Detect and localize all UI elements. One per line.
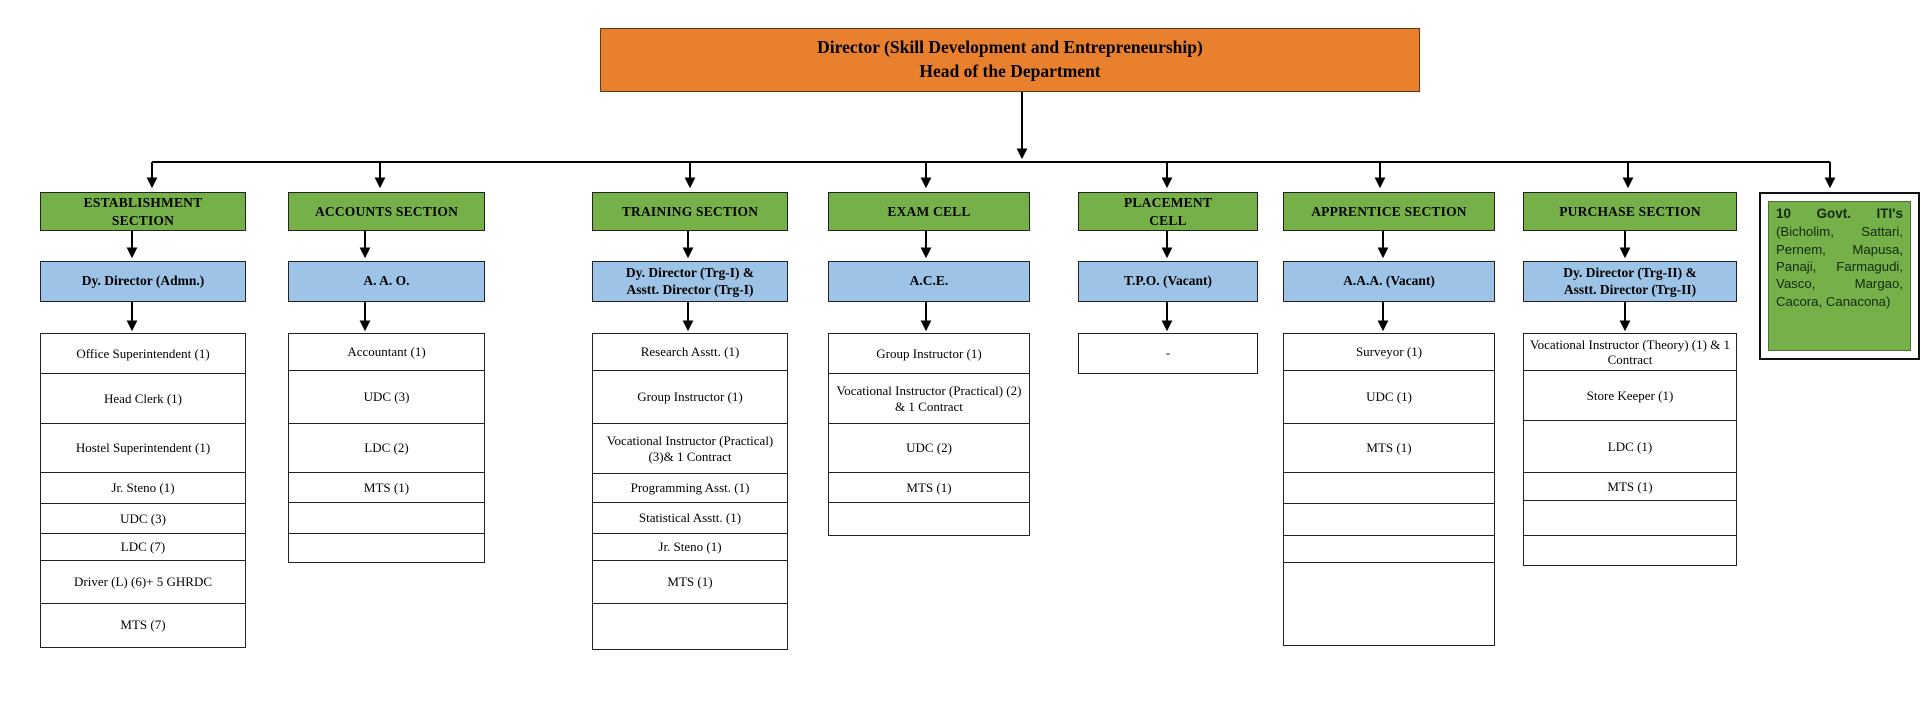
role-row: Research Asstt. (1) [593, 334, 787, 371]
role-row [289, 503, 484, 534]
role-row: Store Keeper (1) [1524, 371, 1736, 421]
role-row: LDC (7) [41, 534, 245, 561]
role-row [1524, 536, 1736, 564]
role-row: Group Instructor (1) [593, 371, 787, 424]
role-row: MTS (1) [289, 473, 484, 503]
director-box: Director (Skill Development and Entrepre… [600, 28, 1420, 92]
role-row [1524, 501, 1736, 536]
iti-title: 10 Govt. ITI's [1776, 206, 1903, 221]
role-row [1284, 473, 1494, 504]
role-row: - [1079, 334, 1257, 372]
role-row: UDC (2) [829, 424, 1029, 473]
role-row [1284, 563, 1494, 644]
role-row: Surveyor (1) [1284, 334, 1494, 371]
role-row [289, 534, 484, 561]
role-row [829, 503, 1029, 534]
officer-box-exam: A.C.E. [828, 261, 1030, 302]
role-row: Head Clerk (1) [41, 374, 245, 424]
role-row: MTS (1) [1524, 473, 1736, 501]
section-header-establishment: ESTABLISHMENT SECTION [40, 192, 246, 231]
officer-box-accounts: A. A. O. [288, 261, 485, 302]
section-header-accounts: ACCOUNTS SECTION [288, 192, 485, 231]
iti-box: 10 Govt. ITI's (Bicholim, Sattari, Perne… [1759, 192, 1920, 360]
role-row [1284, 504, 1494, 536]
role-row: Driver (L) (6)+ 5 GHRDC [41, 561, 245, 604]
role-row: MTS (1) [1284, 424, 1494, 473]
role-list-apprentice: Surveyor (1)UDC (1)MTS (1) [1283, 333, 1495, 646]
role-row: Jr. Steno (1) [593, 534, 787, 561]
role-row: UDC (1) [1284, 371, 1494, 424]
role-list-training: Research Asstt. (1)Group Instructor (1)V… [592, 333, 788, 650]
role-row: Group Instructor (1) [829, 334, 1029, 374]
role-row: UDC (3) [289, 371, 484, 424]
section-header-exam: EXAM CELL [828, 192, 1030, 231]
role-row: Hostel Superintendent (1) [41, 424, 245, 473]
director-title: Director (Skill Development and Entrepre… [817, 37, 1203, 58]
role-row: MTS (1) [829, 473, 1029, 503]
officer-box-training: Dy. Director (Trg-I) & Asstt. Director (… [592, 261, 788, 302]
role-row: MTS (1) [593, 561, 787, 604]
officer-box-establishment: Dy. Director (Admn.) [40, 261, 246, 302]
role-list-exam: Group Instructor (1)Vocational Instructo… [828, 333, 1030, 536]
section-header-apprentice: APPRENTICE SECTION [1283, 192, 1495, 231]
role-row [593, 604, 787, 648]
role-row: Jr. Steno (1) [41, 473, 245, 504]
role-list-accounts: Accountant (1)UDC (3)LDC (2)MTS (1) [288, 333, 485, 563]
role-row: Office Superintendent (1) [41, 334, 245, 374]
role-row: Statistical Asstt. (1) [593, 503, 787, 534]
role-list-establishment: Office Superintendent (1)Head Clerk (1)H… [40, 333, 246, 648]
role-row: UDC (3) [41, 504, 245, 534]
role-row: LDC (1) [1524, 421, 1736, 473]
iti-box-inner: 10 Govt. ITI's (Bicholim, Sattari, Perne… [1768, 201, 1911, 351]
section-header-purchase: PURCHASE SECTION [1523, 192, 1737, 231]
role-row: Vocational Instructor (Theory) (1) & 1 C… [1524, 334, 1736, 371]
role-row [1284, 536, 1494, 563]
director-subtitle: Head of the Department [919, 61, 1101, 81]
role-row: LDC (2) [289, 424, 484, 473]
section-header-training: TRAINING SECTION [592, 192, 788, 231]
role-list-purchase: Vocational Instructor (Theory) (1) & 1 C… [1523, 333, 1737, 566]
role-row: MTS (7) [41, 604, 245, 646]
role-row: Vocational Instructor (Practical) (3)& 1… [593, 424, 787, 474]
role-row: Vocational Instructor (Practical) (2) & … [829, 374, 1029, 424]
role-row: Accountant (1) [289, 334, 484, 371]
officer-box-placement: T.P.O. (Vacant) [1078, 261, 1258, 302]
iti-list: (Bicholim, Sattari, Pernem, Mapusa, Pana… [1776, 224, 1903, 309]
officer-box-apprentice: A.A.A. (Vacant) [1283, 261, 1495, 302]
officer-box-purchase: Dy. Director (Trg-II) & Asstt. Director … [1523, 261, 1737, 302]
section-header-placement: PLACEMENT CELL [1078, 192, 1258, 231]
role-row: Programming Asst. (1) [593, 474, 787, 503]
role-list-placement: - [1078, 333, 1258, 374]
